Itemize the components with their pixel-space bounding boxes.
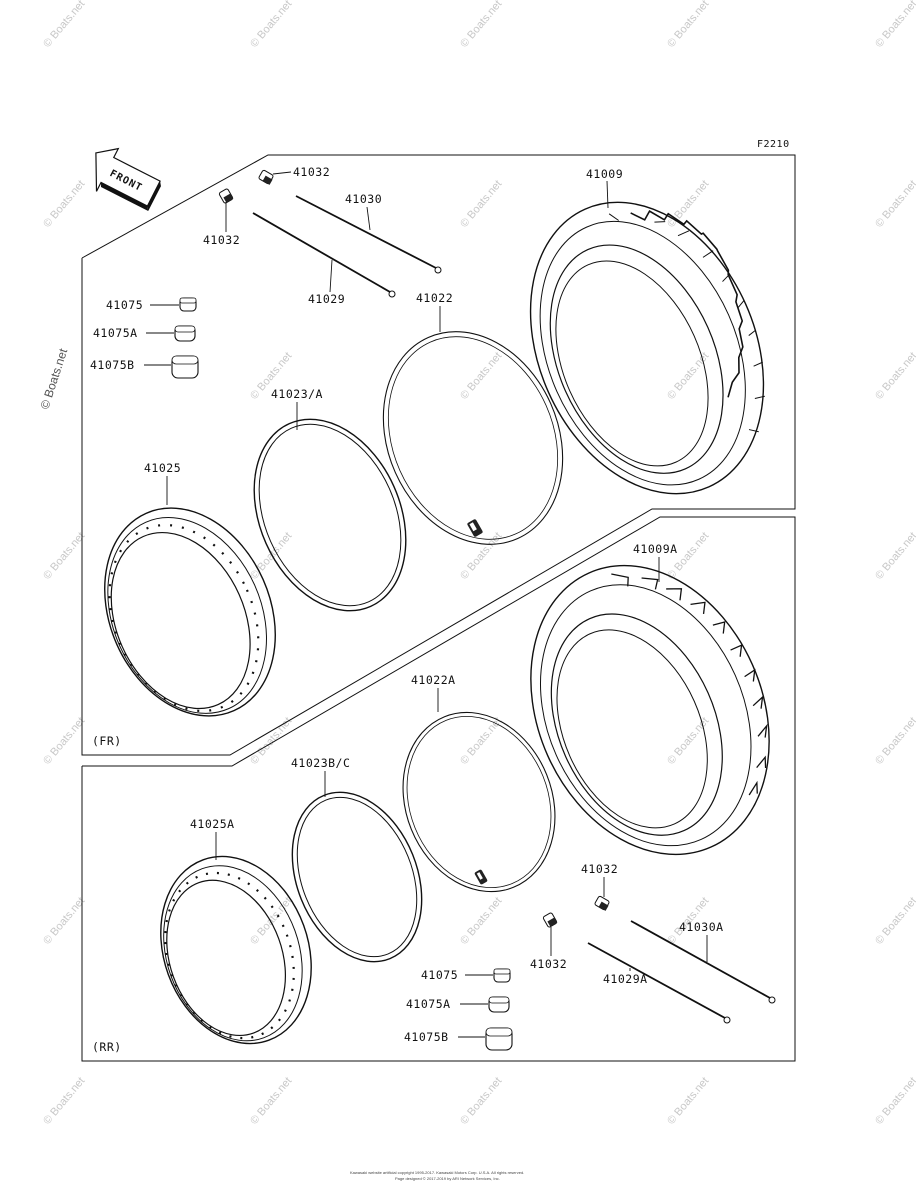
- part-label-41075B: 41075B: [90, 358, 135, 372]
- watermark: © Boats.net: [873, 178, 916, 230]
- part-label-41023BC: 41023B/C: [291, 756, 350, 770]
- watermark: © Boats.net: [873, 895, 916, 947]
- valve-tool-short: [252, 212, 396, 298]
- part-label-41009A: 41009A: [633, 542, 678, 556]
- balance-weight-a-icon: [174, 325, 196, 342]
- part-label-41029: 41029: [308, 292, 345, 306]
- watermark: © Boats.net: [38, 346, 71, 411]
- front-section-frame: [81, 154, 796, 756]
- watermark: © Boats.net: [665, 0, 711, 50]
- copyright-line-2: Page designed © 2017-2019 by ARI Network…: [395, 1176, 500, 1181]
- watermark: © Boats.net: [873, 350, 916, 402]
- balance-weight-b-icon: [171, 355, 199, 379]
- watermark: © Boats.net: [458, 178, 504, 230]
- watermark: © Boats.net: [873, 0, 916, 50]
- part-label-41022: 41022: [416, 291, 453, 305]
- part-label-41030: 41030: [345, 192, 382, 206]
- valve-cap-icon: [594, 895, 610, 911]
- watermark: © Boats.net: [41, 715, 87, 767]
- part-label-41075-rear: 41075: [421, 968, 458, 982]
- part-label-41025A: 41025A: [190, 817, 235, 831]
- balance-weight-a-icon: [488, 996, 510, 1013]
- rear-inner-tube: [402, 711, 556, 893]
- watermark: © Boats.net: [248, 530, 294, 582]
- watermark: © Boats.net: [248, 715, 294, 767]
- front-rim-band: [253, 418, 407, 612]
- part-label-41030A: 41030A: [679, 920, 724, 934]
- watermark: © Boats.net: [458, 1075, 504, 1127]
- valve-tool-short: [587, 942, 731, 1024]
- part-label-41023A: 41023/A: [271, 387, 323, 401]
- valve-core-icon: [542, 912, 558, 928]
- watermark: © Boats.net: [41, 530, 87, 582]
- watermark: © Boats.net: [458, 715, 504, 767]
- watermark: © Boats.net: [248, 1075, 294, 1127]
- valve-tool-long: [295, 195, 442, 274]
- watermark: © Boats.net: [41, 178, 87, 230]
- watermark: © Boats.net: [665, 1075, 711, 1127]
- rear-tube-valve-icon: [474, 869, 488, 885]
- front-inner-tube: [382, 331, 564, 545]
- rear-rim-band: [291, 791, 423, 963]
- watermark: © Boats.net: [458, 895, 504, 947]
- valve-tool-long: [630, 920, 776, 1004]
- rear-rim: [160, 855, 312, 1045]
- part-label-41075A-rear: 41075A: [406, 997, 451, 1011]
- rear-tire: [530, 564, 770, 856]
- balance-weight-icon: [179, 297, 197, 312]
- part-label-41075A: 41075A: [93, 326, 138, 340]
- part-label-41029A: 41029A: [603, 972, 648, 986]
- watermark: © Boats.net: [458, 350, 504, 402]
- part-label-41032-rear-bottom: 41032: [530, 957, 567, 971]
- watermark: © Boats.net: [458, 0, 504, 50]
- watermark: © Boats.net: [665, 350, 711, 402]
- watermark: © Boats.net: [41, 1075, 87, 1127]
- watermark-layer: © Boats.net © Boats.net © Boats.net © Bo…: [38, 0, 916, 1127]
- valve-core-icon: [218, 188, 234, 204]
- part-label-41075: 41075: [106, 298, 143, 312]
- front-tube-valve-icon: [467, 519, 483, 537]
- watermark: © Boats.net: [873, 1075, 916, 1127]
- part-label-41032-rear-top: 41032: [581, 862, 618, 876]
- valve-cap-icon: [258, 169, 274, 185]
- watermark: © Boats.net: [41, 0, 87, 50]
- rear-section-frame: [81, 516, 796, 1062]
- part-label-41032-top: 41032: [293, 165, 330, 179]
- rear-section-label: (RR): [92, 1040, 122, 1054]
- part-label-41022A: 41022A: [411, 673, 456, 687]
- watermark: © Boats.net: [248, 0, 294, 50]
- watermark: © Boats.net: [458, 530, 504, 582]
- watermark: © Boats.net: [873, 715, 916, 767]
- part-label-41032-left: 41032: [203, 233, 240, 247]
- front-rim: [104, 507, 276, 717]
- balance-weight-icon: [493, 968, 511, 983]
- balance-weight-b-icon: [485, 1027, 513, 1051]
- front-arrow-icon: FRONT: [95, 147, 161, 212]
- watermark: © Boats.net: [665, 715, 711, 767]
- part-label-41025: 41025: [144, 461, 181, 475]
- copyright-line-1: Kawasaki website artificial copyright 19…: [350, 1170, 524, 1175]
- front-tire: [529, 201, 765, 495]
- figure-code: F2210: [757, 139, 790, 150]
- part-label-41075B-rear: 41075B: [404, 1030, 449, 1044]
- part-label-41009: 41009: [586, 167, 623, 181]
- watermark: © Boats.net: [873, 530, 916, 582]
- front-section-label: (FR): [92, 734, 122, 748]
- watermark: © Boats.net: [41, 895, 87, 947]
